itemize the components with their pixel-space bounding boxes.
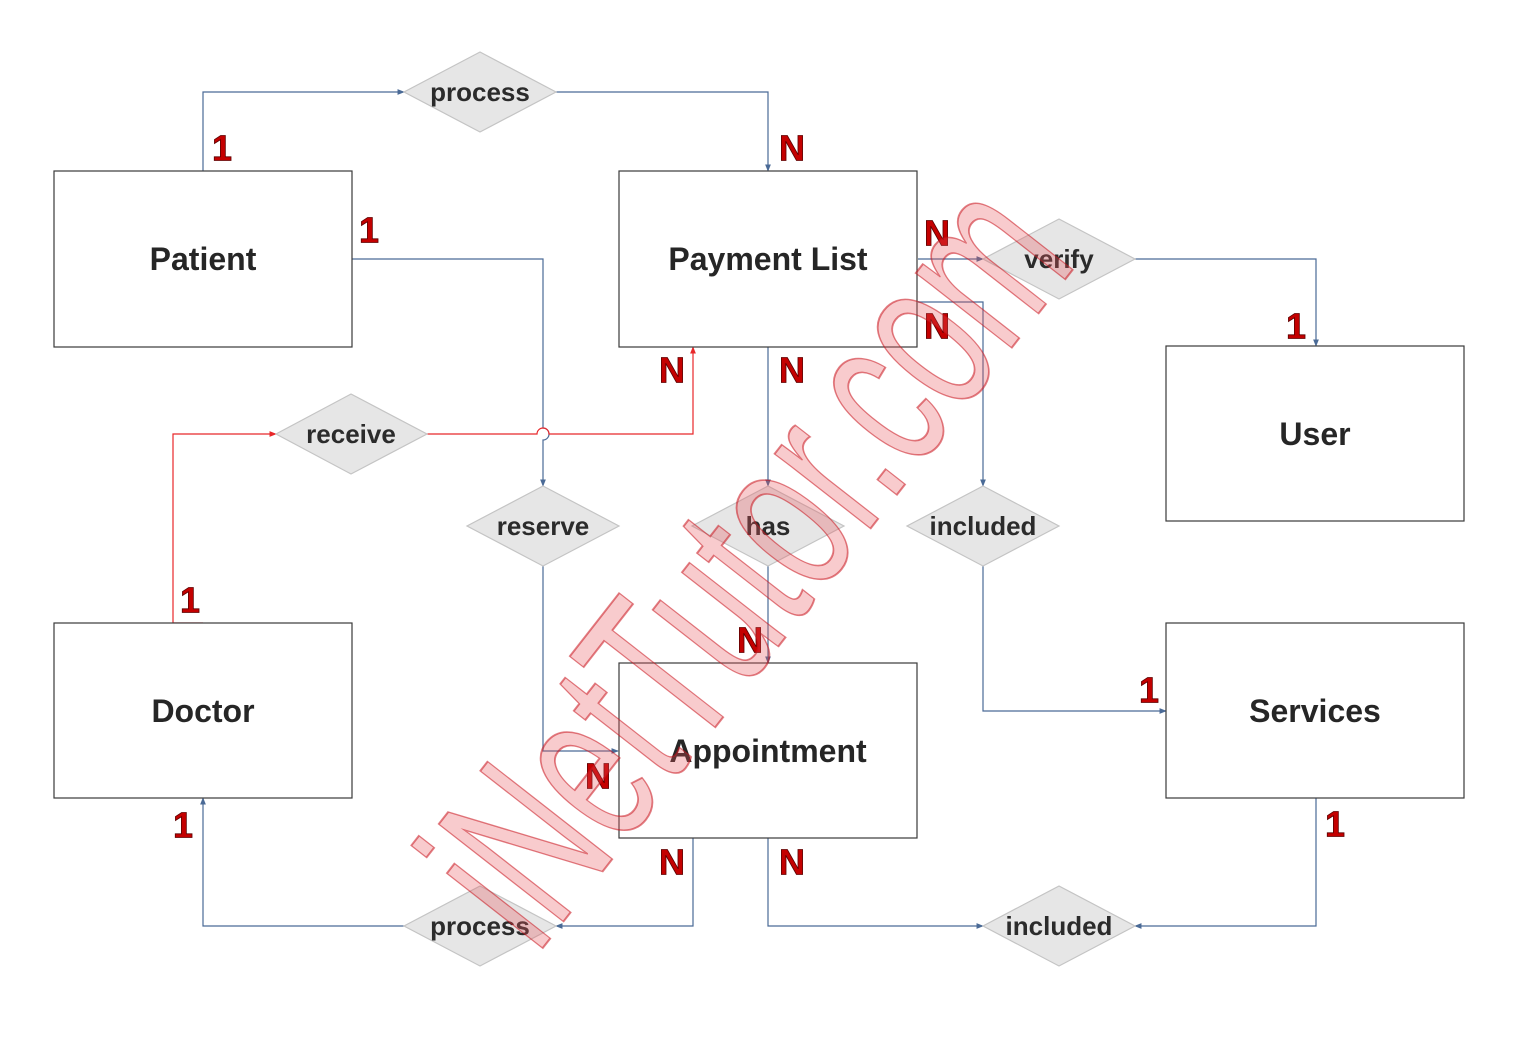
relationship-included-bottom[interactable]: included — [981, 885, 1137, 967]
relationship-included-mid-label: included — [930, 511, 1037, 541]
cardinality-user-verify: 1 — [1286, 306, 1306, 347]
relationship-process-top-diamond — [402, 51, 558, 133]
entity-appointment[interactable]: Appointment — [618, 662, 918, 839]
appointment-process-connector — [555, 838, 694, 929]
cardinality-appointment-process: N — [659, 842, 685, 883]
relationship-process-bottom[interactable]: process — [402, 885, 558, 967]
entity-appointment-box — [618, 662, 918, 839]
relationship-included-mid-diamond — [905, 485, 1061, 567]
relationship-verify-diamond — [981, 218, 1137, 300]
relationship-process-bottom-diamond — [402, 885, 558, 967]
cardinality-patient-process: 1 — [212, 128, 232, 169]
cardinality-doctor-receive: 1 — [180, 580, 200, 621]
entity-services-label: Services — [1249, 693, 1381, 729]
entity-patient[interactable]: Patient — [53, 170, 353, 348]
services-included-connector — [1134, 798, 1317, 929]
relationship-included-bottom-diamond — [981, 885, 1137, 967]
relationship-process-bottom-label: process — [430, 911, 530, 941]
entity-patient-box — [53, 170, 353, 348]
relationship-process-top-label: process — [430, 77, 530, 107]
appointment-included-connector — [767, 838, 984, 929]
cardinality-payment-process: N — [779, 128, 805, 169]
relationship-has-label: has — [746, 511, 791, 541]
entity-user-label: User — [1279, 416, 1350, 452]
cardinality-appointment-has: N — [737, 620, 763, 661]
relationship-receive[interactable]: receive — [274, 393, 429, 475]
entity-doctor-box — [53, 622, 353, 799]
cardinality-services-included-bottom: 1 — [1325, 804, 1345, 845]
entity-services-box — [1165, 622, 1465, 799]
cardinality-appointment-included: N — [779, 842, 805, 883]
cardinality-doctor-process: 1 — [173, 805, 193, 846]
relationship-included-bottom-label: included — [1006, 911, 1113, 941]
relationship-reserve-label: reserve — [497, 511, 590, 541]
doctor-receive-connector — [172, 431, 277, 623]
relationship-reserve[interactable]: reserve — [465, 485, 621, 567]
relationship-receive-diamond — [274, 393, 429, 475]
connectors — [172, 89, 1319, 929]
cardinality-services-included-mid: 1 — [1139, 670, 1159, 711]
receive-payment-connector — [427, 346, 696, 435]
cardinality-appointment-reserve: N — [585, 756, 611, 797]
cardinality-patient-reserve: 1 — [359, 210, 379, 251]
payment-included-connector — [918, 301, 986, 487]
cardinality-payment-verify: N — [924, 213, 950, 254]
relationship-receive-label: receive — [306, 419, 396, 449]
entity-payment-list-label: Payment List — [668, 241, 868, 277]
process-doctor-connector — [200, 797, 404, 927]
entity-doctor-label: Doctor — [151, 693, 254, 729]
entity-patient-label: Patient — [150, 241, 257, 277]
relationship-has-diamond — [690, 485, 846, 567]
entity-appointment-label: Appointment — [669, 733, 867, 769]
entity-user-box — [1165, 345, 1465, 522]
cardinality-payment-has: N — [779, 350, 805, 391]
verify-user-connector — [1135, 258, 1319, 347]
cardinality-labels: 1 N 1 N N 1 N N 1 N 1 N 1 1 N N — [173, 127, 1346, 883]
entity-payment-list-box — [618, 170, 918, 348]
reserve-appointment-connector — [542, 566, 619, 754]
relationship-has[interactable]: has — [690, 485, 846, 567]
relationship-verify[interactable]: verify — [981, 218, 1137, 300]
relationship-included-mid[interactable]: included — [905, 485, 1061, 567]
entity-payment-list[interactable]: Payment List — [618, 170, 918, 348]
included-services-connector — [982, 566, 1167, 714]
patient-process-connector — [202, 89, 405, 171]
cardinality-payment-included: N — [924, 306, 950, 347]
relationship-process-top[interactable]: process — [402, 51, 558, 133]
relationship-verify-label: verify — [1024, 244, 1094, 274]
entity-doctor[interactable]: Doctor — [53, 622, 353, 799]
entity-services[interactable]: Services — [1165, 622, 1465, 799]
process-payment-connector — [556, 91, 771, 172]
entity-user[interactable]: User — [1165, 345, 1465, 522]
relationship-reserve-diamond — [465, 485, 621, 567]
cardinality-payment-receive: N — [659, 350, 685, 391]
